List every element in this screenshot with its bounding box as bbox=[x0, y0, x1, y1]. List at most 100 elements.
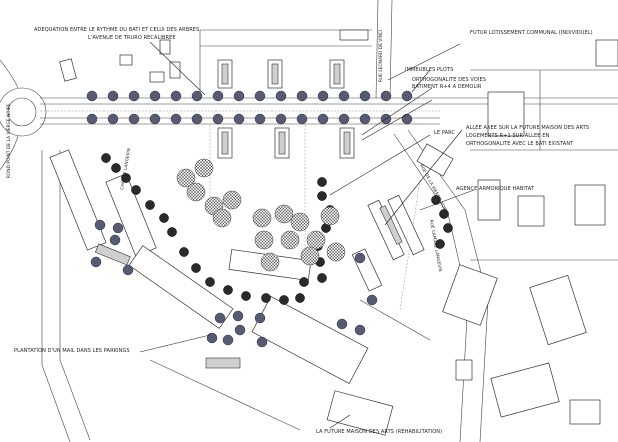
tree-blue-symbol bbox=[254, 312, 266, 324]
tree-black-symbol bbox=[241, 291, 251, 301]
tree-black-symbol bbox=[159, 213, 169, 223]
tree-black-symbol bbox=[145, 200, 155, 210]
tree-crown-symbol bbox=[194, 158, 214, 178]
tree-blue-symbol bbox=[86, 90, 98, 102]
tree-blue-symbol bbox=[275, 90, 287, 102]
tree-black-symbol bbox=[295, 293, 305, 303]
tree-black-symbol bbox=[101, 153, 111, 163]
tree-blue-symbol bbox=[359, 113, 371, 125]
tree-black-symbol bbox=[317, 191, 327, 201]
tree-black-symbol bbox=[111, 163, 121, 173]
tree-blue-symbol bbox=[214, 312, 226, 324]
tree-blue-symbol bbox=[401, 113, 413, 125]
parking-block-left bbox=[94, 243, 131, 266]
annotations: ADEQUATION ENTRE LE RYTHME DU BATI ET CE… bbox=[6, 27, 593, 435]
tree-crown-symbol bbox=[306, 230, 326, 250]
leader-lines bbox=[139, 41, 475, 429]
tree-blue-symbol bbox=[149, 90, 161, 102]
label-plantation: PLANTATION D'UN MAIL DANS LES PARKINGS bbox=[14, 348, 130, 354]
tree-crown-symbol bbox=[222, 190, 242, 210]
tree-blue-symbol bbox=[317, 113, 329, 125]
tree-black-symbol bbox=[279, 295, 289, 305]
tree-blue-symbol bbox=[212, 113, 224, 125]
tree-black-symbol bbox=[179, 247, 189, 257]
tree-black-symbol bbox=[443, 223, 453, 233]
tree-blue-symbol bbox=[170, 113, 182, 125]
tree-park bbox=[176, 158, 346, 272]
label-allee-axee: ALLEE AXEE SUR LA FUTURE MAISON DES ARTS bbox=[466, 125, 589, 131]
tree-blue-symbol bbox=[128, 90, 140, 102]
tree-crown-symbol bbox=[326, 242, 346, 262]
tree-black-symbol bbox=[121, 173, 131, 183]
tree-blue-symbol bbox=[296, 90, 308, 102]
tree-black-symbol bbox=[299, 277, 309, 287]
tree-blue-symbol bbox=[354, 252, 366, 264]
tree-blue-symbol bbox=[191, 90, 203, 102]
tree-crown-symbol bbox=[176, 168, 196, 188]
tree-black-symbol bbox=[435, 239, 445, 249]
tree-blue-symbol bbox=[296, 113, 308, 125]
tree-blue-symbol bbox=[109, 234, 121, 246]
tree-blue-symbol bbox=[359, 90, 371, 102]
tree-black-symbol bbox=[191, 263, 201, 273]
tree-black-symbol bbox=[439, 209, 449, 219]
tree-blue-symbol bbox=[336, 318, 348, 330]
buildings bbox=[49, 29, 618, 436]
label-adequation: ADEQUATION ENTRE LE RYTHME DU BATI ET CE… bbox=[34, 27, 199, 33]
parking-block-bottom bbox=[205, 357, 241, 369]
tree-black-symbol bbox=[317, 273, 327, 283]
tree-black-symbol bbox=[317, 177, 327, 187]
tree-blue-symbol bbox=[354, 324, 366, 336]
tree-crown-symbol bbox=[254, 230, 274, 250]
tree-blue-symbol bbox=[256, 336, 268, 348]
tree-blue-symbol bbox=[107, 113, 119, 125]
tree-blue-symbol bbox=[128, 113, 140, 125]
tree-alignment bbox=[86, 90, 413, 348]
tree-crown-symbol bbox=[300, 246, 320, 266]
tree-blue-symbol bbox=[232, 310, 244, 322]
label-avenue-truro: L'AVENUE DE TRURO RECALIBREE bbox=[88, 35, 176, 41]
label-rue-leonard: RUE LEONARD DE VINCI bbox=[378, 30, 383, 82]
label-allee-logements: LOGEMENTS R+1 SUR ALLEE EN bbox=[466, 133, 549, 139]
tree-crown-symbol bbox=[274, 204, 294, 224]
tree-blue-symbol bbox=[380, 90, 392, 102]
tree-blue-symbol bbox=[112, 222, 124, 234]
tree-blue-symbol bbox=[122, 264, 134, 276]
tree-crown-symbol bbox=[186, 182, 206, 202]
tree-crown-symbol bbox=[290, 212, 310, 232]
tree-blue-symbol bbox=[234, 324, 246, 336]
tree-blue-symbol bbox=[191, 113, 203, 125]
tree-black-symbol bbox=[261, 293, 271, 303]
label-futur-lotissement: FUTUR LOTISSEMENT COMMUNAL (INDIVIDUEL) bbox=[470, 30, 593, 36]
tree-blue-symbol bbox=[254, 113, 266, 125]
label-orthogonalite: ORTHOGONALITE DES VOIES bbox=[412, 77, 486, 83]
tree-blue-symbol bbox=[317, 90, 329, 102]
tree-blue-symbol bbox=[401, 90, 413, 102]
tree-blue-symbol bbox=[338, 90, 350, 102]
tree-blue-symbol bbox=[366, 294, 378, 306]
tree-blue-symbol bbox=[338, 113, 350, 125]
tree-blue-symbol bbox=[107, 90, 119, 102]
tree-crown-symbol bbox=[280, 230, 300, 250]
roundabout bbox=[0, 87, 47, 137]
tree-crown-symbol bbox=[212, 208, 232, 228]
tree-blue-symbol bbox=[233, 90, 245, 102]
label-immeubles-plots: IMMEUBLES PLOTS bbox=[405, 67, 453, 73]
tree-crown-symbol bbox=[260, 252, 280, 272]
label-rond-point: ROND POINT DE LA VIERGE NOIRE bbox=[6, 103, 11, 178]
tree-blue-symbol bbox=[170, 90, 182, 102]
tree-blue-symbol bbox=[86, 113, 98, 125]
tree-black-symbol bbox=[431, 195, 441, 205]
tree-blue-symbol bbox=[275, 113, 287, 125]
tree-blue-symbol bbox=[149, 113, 161, 125]
label-allee-orthogonalite: ORTHOGONALITE AVEC LE BATI EXISTANT bbox=[466, 141, 574, 147]
tree-blue-symbol bbox=[212, 90, 224, 102]
label-le-parc: LE PARC bbox=[434, 130, 455, 136]
tree-blue-symbol bbox=[254, 90, 266, 102]
label-future-maison: LA FUTURE MAISON DES ARTS (REHABILITATIO… bbox=[316, 429, 442, 435]
tree-black-symbol bbox=[205, 277, 215, 287]
tree-blue-symbol bbox=[206, 332, 218, 344]
label-agence: AGENCE ARMORIQUE HABITAT bbox=[456, 186, 535, 192]
